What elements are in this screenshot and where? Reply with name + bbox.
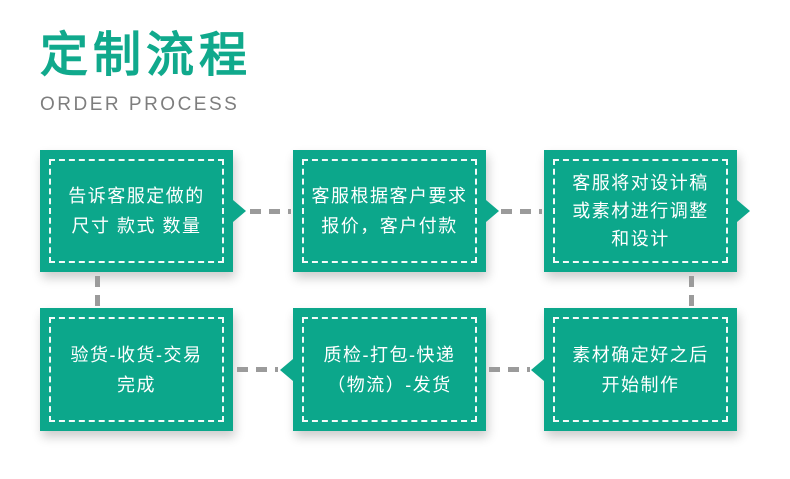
step-3-line-3: 和设计 bbox=[611, 229, 670, 249]
dashed-connector-step5-step4 bbox=[237, 367, 278, 372]
step-3-line-1: 客服将对设计稿 bbox=[572, 173, 709, 193]
step-1-line-2: 尺寸 款式 数量 bbox=[71, 216, 202, 236]
step-2-line-2: 报价，客户付款 bbox=[321, 216, 458, 236]
dashed-connector-step1-step4 bbox=[95, 276, 100, 306]
step-6-line-1: 素材确定好之后 bbox=[572, 344, 709, 365]
dashed-frame: 验货-收货-交易 完成 bbox=[49, 317, 224, 422]
step-3-line-2: 或素材进行调整 bbox=[572, 201, 709, 221]
arrow-right-icon bbox=[737, 200, 750, 222]
page-title: 定制流程 bbox=[40, 29, 253, 82]
flow-step-6: 素材确定好之后 开始制作 bbox=[531, 308, 737, 431]
flow-step-5: 质检-打包-快递 （物流）-发货 bbox=[280, 308, 486, 431]
flow-step-2: 客服根据客户要求 报价，客户付款 bbox=[293, 150, 499, 272]
dashed-connector-step6-step5 bbox=[489, 367, 530, 372]
arrow-right-icon bbox=[486, 200, 499, 222]
arrow-right-icon bbox=[233, 200, 246, 222]
flow-step-4: 验货-收货-交易 完成 bbox=[40, 308, 233, 431]
arrow-left-icon bbox=[280, 358, 293, 381]
dashed-connector-step1-step2 bbox=[250, 209, 291, 214]
dashed-frame: 告诉客服定做的 尺寸 款式 数量 bbox=[49, 159, 224, 263]
step-4-line-1: 验货-收货-交易 bbox=[70, 344, 203, 365]
dashed-frame: 素材确定好之后 开始制作 bbox=[553, 317, 728, 422]
arrow-left-icon bbox=[531, 358, 544, 381]
dashed-frame: 客服根据客户要求 报价，客户付款 bbox=[302, 159, 477, 263]
step-5-line-2: （物流）-发货 bbox=[327, 374, 452, 395]
header: 定制流程 ORDER PROCESS bbox=[40, 29, 253, 116]
step-6-line-2: 开始制作 bbox=[601, 374, 680, 395]
dashed-frame: 质检-打包-快递 （物流）-发货 bbox=[302, 317, 477, 422]
step-2-line-1: 客服根据客户要求 bbox=[311, 186, 468, 206]
flow-step-3: 客服将对设计稿 或素材进行调整 和设计 bbox=[544, 150, 750, 272]
step-5-line-1: 质检-打包-快递 bbox=[323, 344, 456, 365]
flow-step-1: 告诉客服定做的 尺寸 款式 数量 bbox=[40, 150, 246, 272]
dashed-connector-step3-step6 bbox=[689, 276, 694, 306]
step-1-line-1: 告诉客服定做的 bbox=[68, 186, 205, 206]
page-subtitle: ORDER PROCESS bbox=[40, 93, 240, 115]
dashed-connector-step2-step3 bbox=[501, 209, 542, 214]
step-4-line-2: 完成 bbox=[117, 374, 156, 395]
dashed-frame: 客服将对设计稿 或素材进行调整 和设计 bbox=[553, 159, 728, 263]
